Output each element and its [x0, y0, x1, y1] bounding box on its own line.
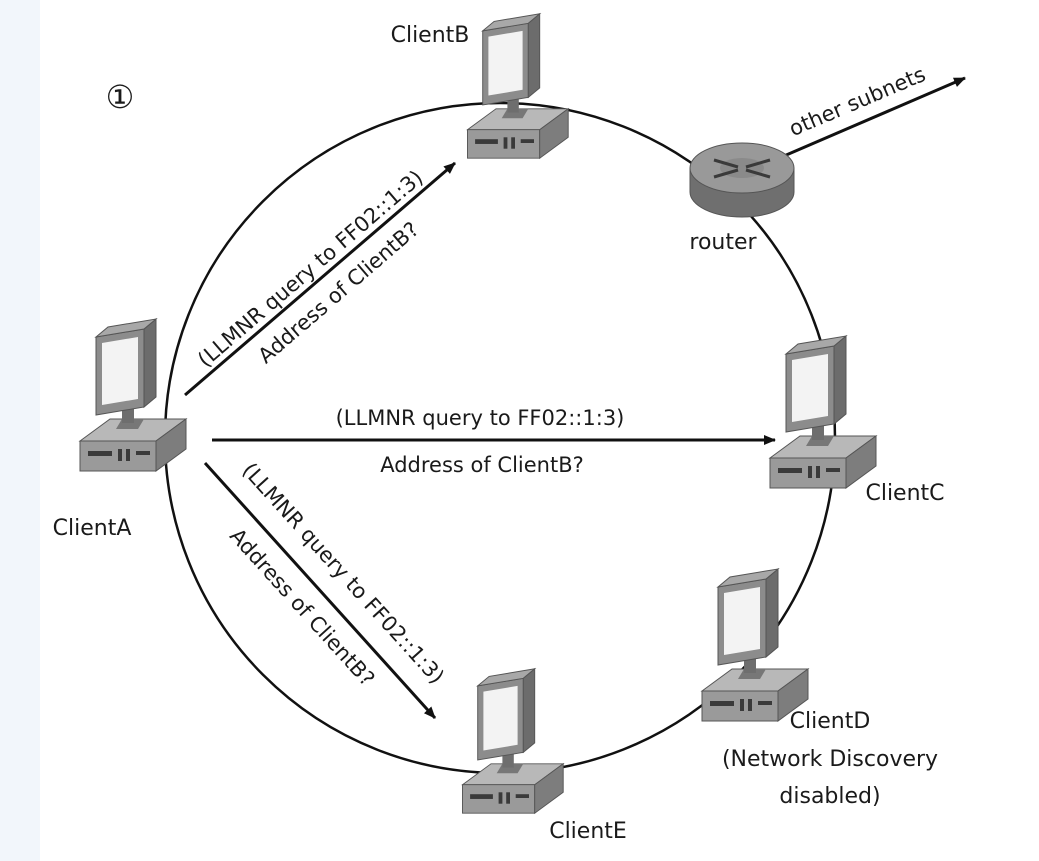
router-icon — [689, 142, 795, 218]
clientb-label: ClientB — [391, 23, 470, 48]
arrow-to-clientb — [184, 161, 456, 397]
computer-icon-clientd — [701, 568, 809, 722]
computer-icon-clientb — [467, 13, 569, 159]
uplink-arrow — [769, 76, 966, 164]
computer-icon-clientc — [769, 335, 877, 489]
msg-to-clientb-line1: (LLMNR query to FF02::1:3) — [193, 165, 428, 371]
clienta-label: ClientA — [53, 516, 132, 541]
cliente-label: ClientE — [549, 819, 627, 844]
computer-icon-cliente — [462, 668, 564, 814]
step-marker: ① — [106, 78, 135, 116]
msg-to-clientc-line1: (LLMNR query to FF02::1:3) — [336, 406, 625, 430]
msg-to-clientc-line2: Address of ClientB? — [380, 453, 584, 477]
clientd-note-line2: disabled) — [779, 784, 880, 809]
clientc-label: ClientC — [865, 481, 944, 506]
clientd-label: ClientD — [790, 709, 871, 734]
router-label: router — [689, 230, 757, 255]
computer-icon-clienta — [79, 318, 187, 472]
arrow-to-cliente — [203, 461, 437, 720]
clientd-note-line1: (Network Discovery — [722, 747, 938, 772]
msg-to-cliente-line2: Address of ClientB? — [225, 524, 379, 691]
